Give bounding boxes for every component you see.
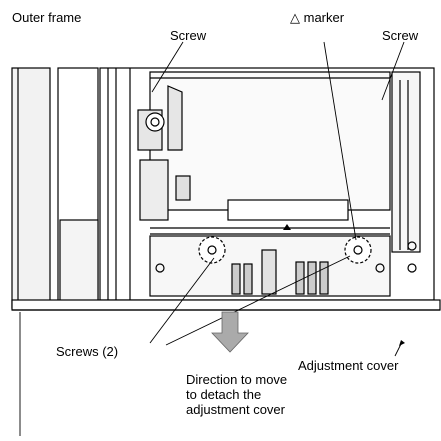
leader-marker bbox=[323, 41, 357, 241]
leader-screws-1 bbox=[149, 257, 215, 344]
adjustment-cover bbox=[11, 299, 441, 311]
leader-screws-2 bbox=[165, 255, 351, 346]
label-outer-frame: Outer frame bbox=[12, 10, 82, 25]
label-direction-line2: to detach the bbox=[186, 387, 262, 402]
leader-screw-right bbox=[381, 41, 405, 101]
label-screws: Screws (2) bbox=[56, 344, 119, 359]
label-direction: Direction to move to detach the adjustme… bbox=[186, 372, 326, 417]
label-adjustment-cover: Adjustment cover bbox=[298, 358, 399, 373]
label-screw-left: Screw bbox=[170, 28, 207, 43]
direction-down-arrow bbox=[211, 311, 249, 353]
leader-screw-left bbox=[151, 41, 184, 93]
triangle-marker-shape bbox=[283, 224, 291, 230]
label-marker: △ marker bbox=[290, 10, 345, 25]
label-direction-line3: adjustment cover bbox=[186, 402, 285, 417]
label-direction-line1: Direction to move bbox=[186, 372, 288, 387]
label-screw-right: Screw bbox=[382, 28, 419, 43]
